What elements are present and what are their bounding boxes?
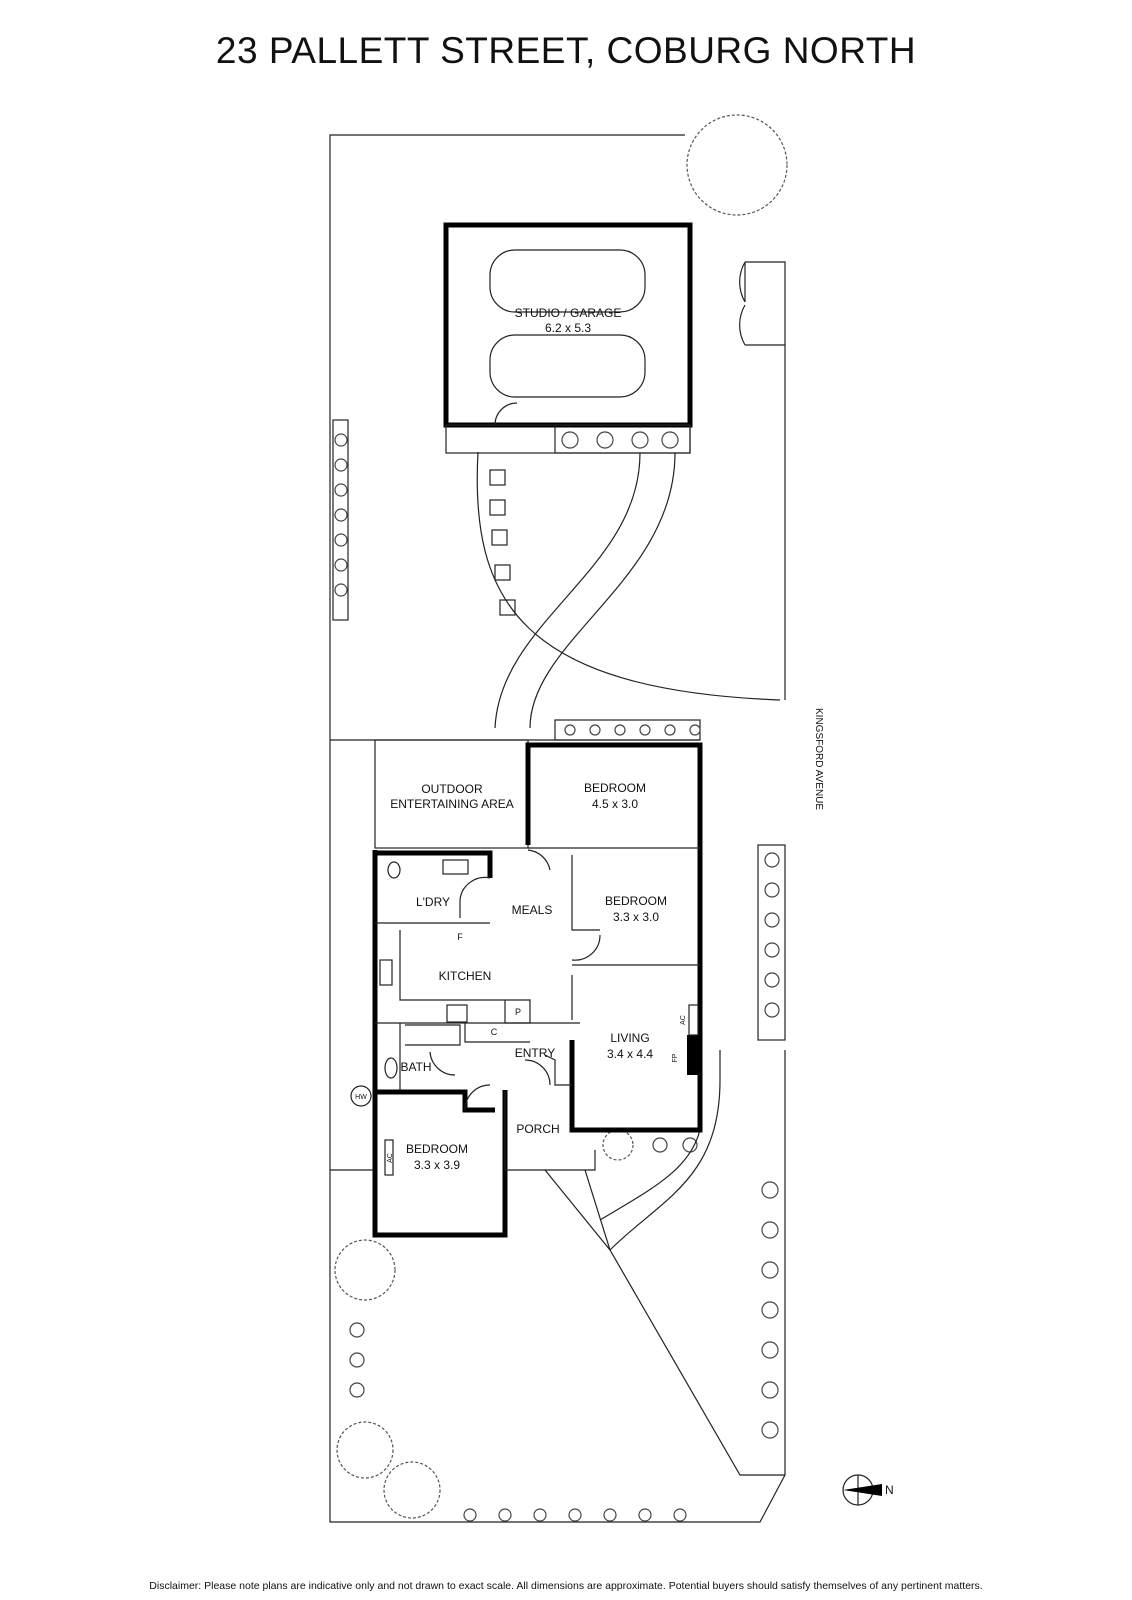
shrub-icon <box>764 1002 780 1018</box>
hot-water-unit <box>350 1085 372 1107</box>
ac-label-bedroom: AC <box>387 1153 394 1163</box>
shrub-icon <box>764 912 780 928</box>
shrub-icon <box>589 724 601 736</box>
living-name: LIVING <box>610 1031 649 1045</box>
plan-title: 23 PALLETT STREET, COBURG NORTH <box>215 30 917 71</box>
shrub-icon <box>689 724 701 736</box>
garage-size: 6.2 x 5.3 <box>545 321 591 335</box>
shrub-icon <box>652 1137 668 1153</box>
shrub-icon <box>761 1261 779 1279</box>
driveway-gates <box>739 261 785 346</box>
disclaimer: Disclaimer: Please note plans are indica… <box>149 1580 983 1592</box>
shrub-icon <box>614 724 626 736</box>
shrub-icon <box>568 1508 582 1522</box>
shrub-icon <box>664 724 676 736</box>
shrub-icon <box>498 1508 512 1522</box>
garage <box>443 222 693 454</box>
shrub-icon <box>764 882 780 898</box>
shrub-icon <box>639 724 651 736</box>
bedroom3-name: BEDROOM <box>406 1142 468 1156</box>
shrub-icon <box>764 942 780 958</box>
shrub-icon <box>764 972 780 988</box>
outdoor-label-1: OUTDOOR <box>421 782 483 796</box>
bedroom1-size: 4.5 x 3.0 <box>592 797 638 811</box>
shrub-icon <box>673 1508 687 1522</box>
porch-name: PORCH <box>516 1122 559 1136</box>
garden-beds <box>332 419 786 1041</box>
shrub-icon <box>661 431 679 449</box>
shrub-icon <box>761 1381 779 1399</box>
shrub-icon <box>334 583 348 597</box>
shrub-icon <box>334 558 348 572</box>
shrub-icon <box>596 431 614 449</box>
shrub-icon <box>603 1508 617 1522</box>
bedroom2-name: BEDROOM <box>605 894 667 908</box>
shrub-icon <box>638 1508 652 1522</box>
shrub-icon <box>561 431 579 449</box>
trees <box>334 114 788 1519</box>
compass-north-label: N <box>885 1483 894 1497</box>
entry-name: ENTRY <box>515 1046 555 1060</box>
shrub-icon <box>349 1382 365 1398</box>
shrub-icon <box>334 458 348 472</box>
shrub-icon <box>764 852 780 868</box>
hot-water-label: HW <box>355 1094 367 1101</box>
shrub-icon <box>761 1301 779 1319</box>
lot-boundary <box>329 134 786 1523</box>
shrub-icon <box>334 533 348 547</box>
shrub-icon <box>631 431 649 449</box>
shrub-icon <box>334 433 348 447</box>
shrub-icon <box>349 1322 365 1338</box>
fridge-label: F <box>457 932 463 942</box>
cupboard-label: C <box>491 1027 498 1037</box>
bedroom3-size: 3.3 x 3.9 <box>414 1158 460 1172</box>
pantry-label: P <box>515 1007 521 1017</box>
shrub-icon <box>761 1181 779 1199</box>
garden-paths <box>476 451 785 1476</box>
living-size: 3.4 x 4.4 <box>607 1047 653 1061</box>
shrub-icon <box>334 483 348 497</box>
shrubs <box>334 431 780 1522</box>
shrub-icon <box>761 1421 779 1439</box>
garage-name: STUDIO / GARAGE <box>515 306 622 320</box>
shrub-icon <box>463 1508 477 1522</box>
house-walls <box>372 742 703 1238</box>
kitchen-name: KITCHEN <box>439 969 492 983</box>
shrub-icon <box>761 1221 779 1239</box>
bedroom1-name: BEDROOM <box>584 781 646 795</box>
laundry-name: L'DRY <box>416 895 450 909</box>
meals-name: MEALS <box>512 903 553 917</box>
bedroom2-size: 3.3 x 3.0 <box>613 910 659 924</box>
shrub-icon <box>564 724 576 736</box>
shrub-icon <box>761 1341 779 1359</box>
street-label: KINGSFORD AVENUE <box>813 708 824 810</box>
shrub-icon <box>349 1352 365 1368</box>
outdoor-label-2: ENTERTAINING AREA <box>390 797 514 811</box>
fireplace-label: FP <box>672 1053 679 1062</box>
bath-name: BATH <box>400 1060 431 1074</box>
shrub-icon <box>334 508 348 522</box>
compass-icon <box>842 1474 882 1506</box>
shrub-icon <box>533 1508 547 1522</box>
ac-label-living: AC <box>680 1015 687 1025</box>
